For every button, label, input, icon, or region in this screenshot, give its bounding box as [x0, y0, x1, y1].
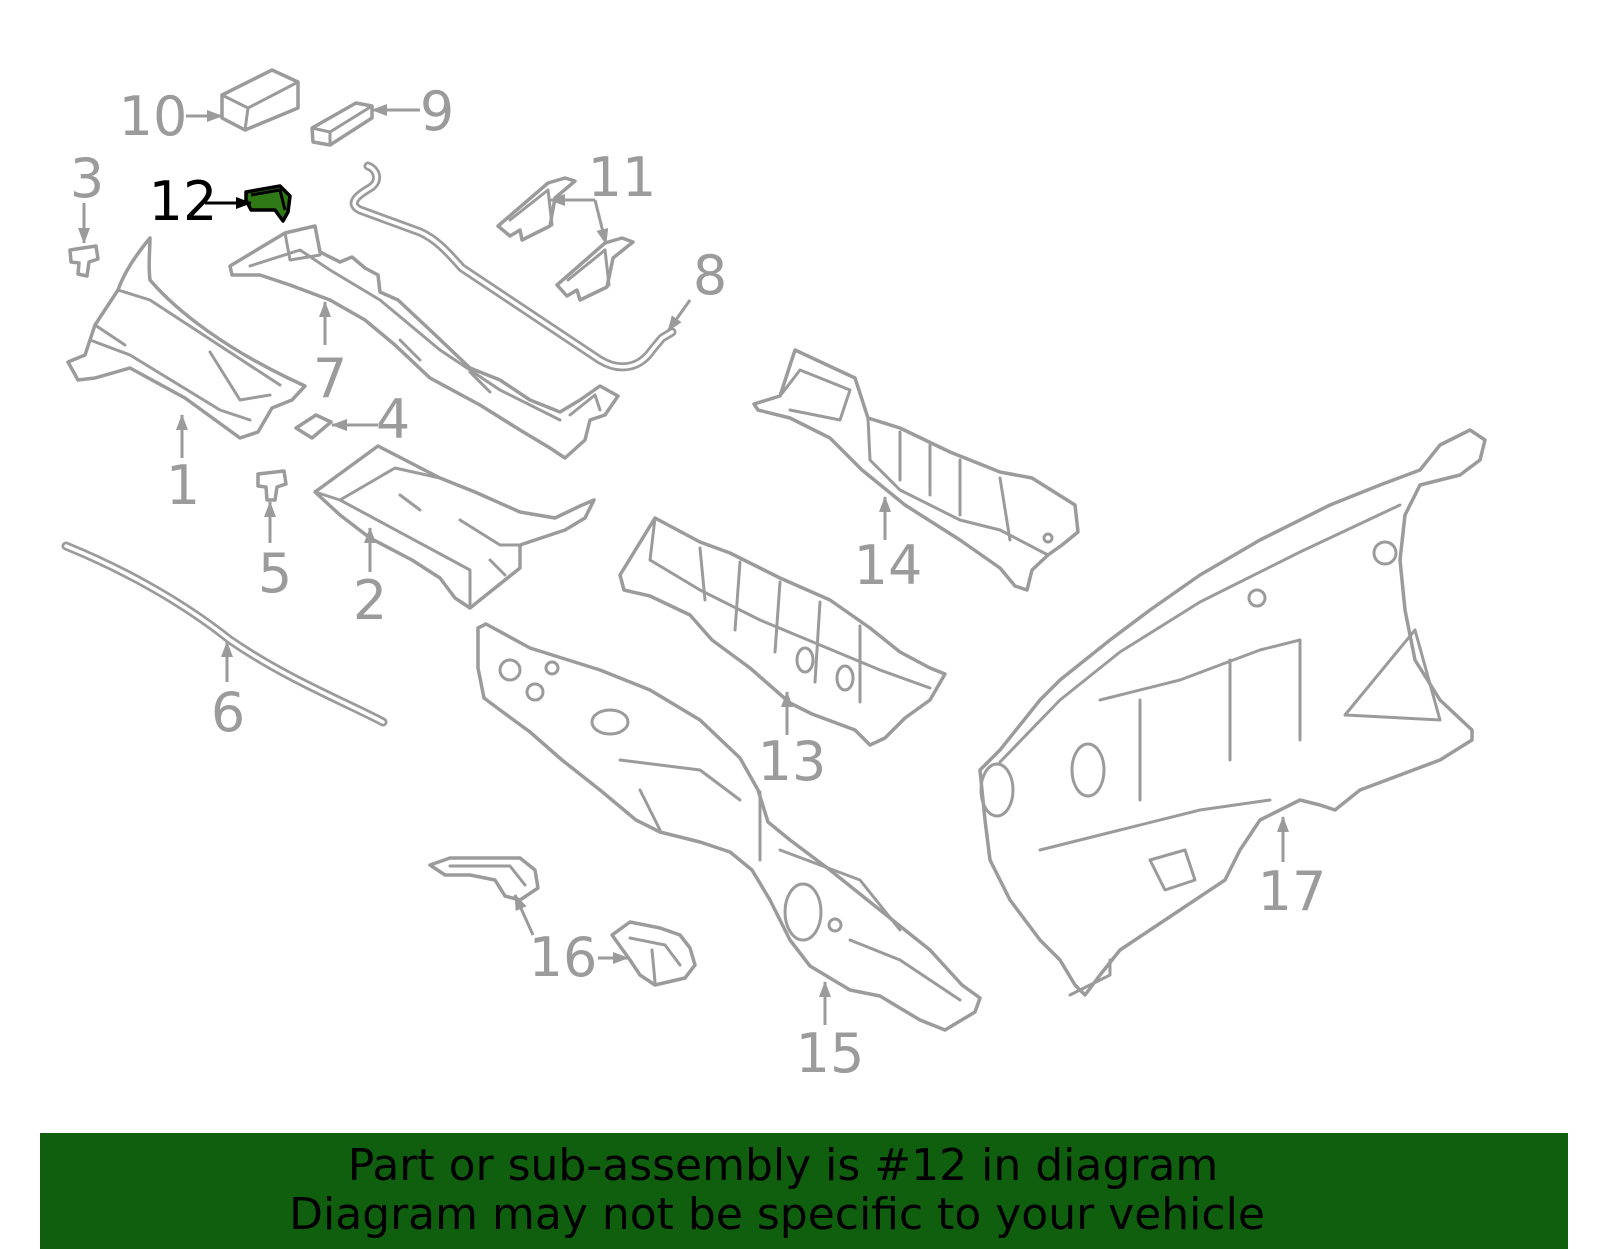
- part-11-brackets: [496, 176, 635, 302]
- info-banner-background: [40, 1133, 1568, 1249]
- callout-label-13: 13: [758, 730, 827, 793]
- callout-label-11: 11: [588, 146, 657, 209]
- callout-label-14: 14: [854, 534, 923, 597]
- callout-label-16: 16: [529, 926, 598, 989]
- part-3-clip: [68, 244, 100, 278]
- callout-label-2: 2: [353, 569, 387, 632]
- part-13-cowl-reinforcement: [618, 516, 947, 747]
- callout-arrow-16a: [513, 894, 535, 936]
- part-17-firewall: [978, 428, 1487, 997]
- part-9-bar: [310, 101, 374, 147]
- part-7-cowl-panel: [228, 224, 620, 460]
- part-6-weatherstrip: [61, 541, 388, 727]
- info-banner-line-1: Part or sub-assembly is #12 in diagram: [348, 1140, 1218, 1191]
- part-10-block: [220, 68, 300, 132]
- info-banner-line-2: Diagram may not be specific to your vehi…: [289, 1189, 1265, 1240]
- callout-label-6: 6: [211, 681, 245, 744]
- part-12-bracket-highlighted: [244, 184, 292, 223]
- callout-label-10: 10: [119, 85, 188, 148]
- part-2-cowl-lower: [313, 444, 596, 610]
- part-16-brackets: [428, 856, 697, 987]
- callout-arrow-11b: [593, 199, 609, 245]
- callout-label-7: 7: [313, 347, 347, 410]
- part-14-dash-upper: [752, 348, 1080, 592]
- part-1-cowl-cover: [66, 236, 307, 440]
- part-15-dash-panel: [476, 622, 982, 1032]
- part-8-rod: [349, 161, 677, 372]
- callout-arrows: [78, 104, 1289, 1025]
- callout-label-9: 9: [420, 80, 454, 143]
- callout-label-12: 12: [149, 170, 218, 233]
- callout-label-17: 17: [1258, 860, 1327, 923]
- callout-arrow-8: [666, 299, 692, 332]
- callout-label-4: 4: [376, 388, 410, 451]
- callout-label-5: 5: [258, 542, 292, 605]
- part-5-clip: [256, 469, 288, 502]
- part-4-clip: [294, 413, 333, 440]
- info-banner: Part or sub-assembly is #12 in diagram D…: [40, 1133, 1568, 1249]
- callout-label-3: 3: [70, 147, 104, 210]
- callout-label-8: 8: [693, 244, 727, 307]
- callout-label-1: 1: [166, 454, 200, 517]
- callout-labels: 10 9 3 12 11 8 7 4 1 5 2 14 6 13 17 16 1…: [70, 80, 1327, 1085]
- callout-label-15: 15: [796, 1022, 865, 1085]
